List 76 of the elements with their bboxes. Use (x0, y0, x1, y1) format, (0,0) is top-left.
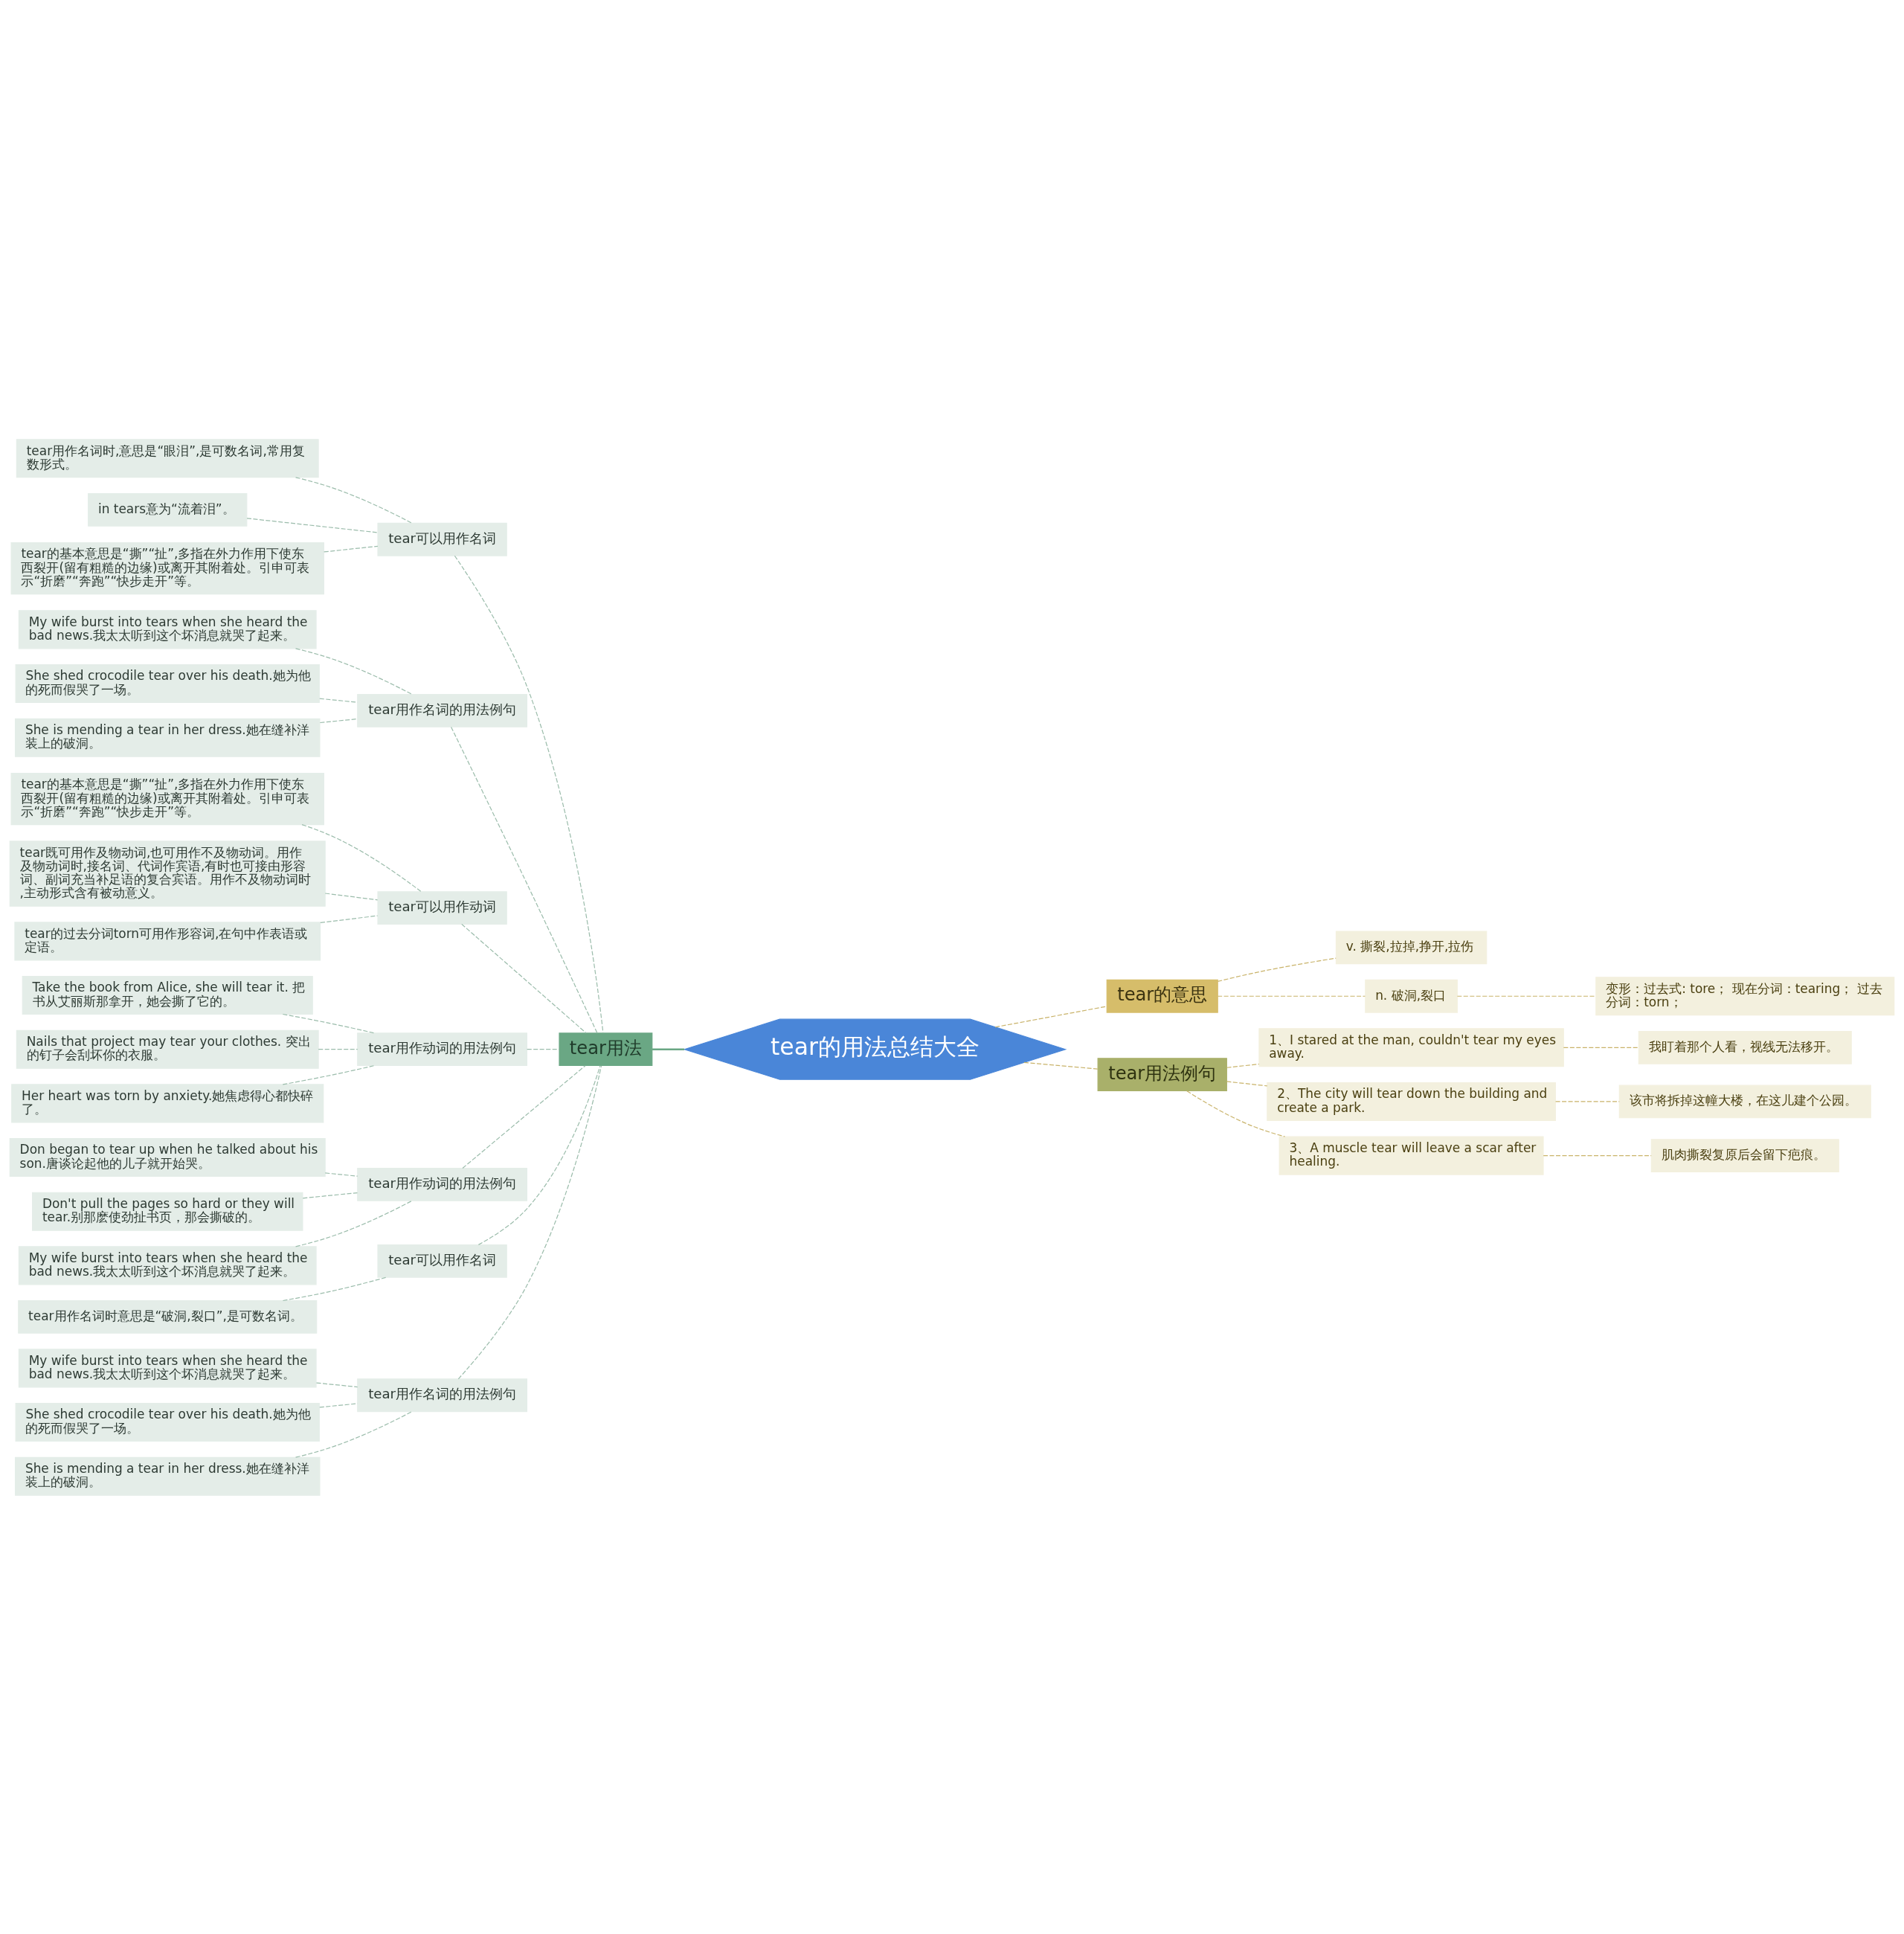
node-box: She shed crocodile tear over his death.她为他的死而假哭了一场。 (15, 1402, 320, 1442)
node-box: 3、A muscle tear will leave a scar after healing. (1279, 1136, 1544, 1175)
connector (1543, 1154, 1652, 1156)
node-box: in tears意为“流着泪”。 (88, 492, 248, 527)
node-box: tear用作动词的用法例句 (357, 1032, 528, 1066)
node-box: Nails that project may tear your clothes. 突出的钉子会刮坏你的衣服。 (16, 1029, 319, 1069)
connector (1226, 1063, 1260, 1068)
node-box: 2、The city will tear down the building and create a park. (1267, 1082, 1556, 1121)
connector (282, 1064, 376, 1085)
node-box: tear用作动词的用法例句 (357, 1167, 528, 1201)
connector (454, 555, 604, 1033)
node-box: 1、I stared at the man, couldn't tear my eyes away. (1258, 1027, 1564, 1067)
connector (652, 1048, 685, 1050)
connector (994, 1005, 1107, 1027)
connector (461, 923, 587, 1033)
connector (324, 545, 379, 553)
node-box: She shed crocodile tear over his death.她为他的死而假哭了一场。 (15, 664, 320, 703)
connector (1186, 1090, 1286, 1137)
node-box: Don began to tear up when he talked about his son.唐谈论起他的儿子就开始哭。 (9, 1137, 326, 1177)
node-box: My wife burst into tears when she heard the bad news.我太太听到这个坏消息就哭了起来。 (18, 1348, 317, 1387)
connector (324, 1172, 358, 1177)
node-box: 我盯着那个人看，视线无法移开。 (1638, 1030, 1852, 1064)
connector (457, 1064, 602, 1379)
connector (1217, 957, 1337, 982)
connector (1226, 1080, 1268, 1086)
node-box: tear用作名词的用法例句 (357, 1378, 528, 1412)
connector (295, 1200, 413, 1247)
node-box: tear可以用作名词 (377, 522, 507, 556)
node-box: 变形：过去式: tore； 现在分词：tearing； 过去分词：torn； (1595, 976, 1895, 1015)
connector (319, 718, 358, 723)
node-box: Don't pull the pages so hard or they will tear.别那麽使劲扯书页，那会撕破的。 (31, 1192, 303, 1231)
connector (318, 1048, 358, 1050)
connector (527, 1048, 560, 1050)
connector (1217, 995, 1366, 997)
connector (324, 892, 379, 900)
connector (477, 1064, 601, 1245)
node-box: She is mending a tear in her dress.她在缝补洋装上的破洞。 (14, 1456, 321, 1496)
connector (282, 1276, 387, 1301)
node-box: 该市将拆掉这幢大楼，在这儿建个公园。 (1618, 1085, 1871, 1118)
node-box: My wife burst into tears when she heard the bad news.我太太听到这个坏消息就哭了起来。 (18, 1245, 317, 1285)
node-box: She is mending a tear in her dress.她在缝补洋装上的破洞。 (14, 718, 321, 757)
node-box: tear的过去分词torn可用作形容词,在句中作表语或定语。 (14, 921, 321, 960)
node-box: tear既可用作及物动词,也可用作不及物动词。用作及物动词时,接名词、代词作宾语,有时也可接由形容词、副词充当补足语的复合宾语。用作不及物动词时,主动形式含有被动意义。 (9, 840, 326, 907)
connector (301, 823, 422, 892)
connector (295, 1410, 413, 1458)
node-box: tear可以用作动词 (377, 890, 507, 925)
node-box: 肌肉撕裂复原后会留下疤痕。 (1650, 1138, 1839, 1172)
connector (462, 1064, 586, 1169)
node-box: tear用作名词时意思是“破洞,裂口”,是可数名词。 (18, 1299, 318, 1334)
connector (320, 914, 379, 923)
node-box: tear的基本意思是“撕”“扯”,多指在外力作用下使东西裂开(留有粗糙的边缘)或离开其附着处。引申可表示“折磨”“奔跑”“快步走开”等。 (10, 772, 324, 825)
connector (319, 698, 358, 703)
connector (295, 476, 413, 524)
node-box: tear的基本意思是“撕”“扯”,多指在外力作用下使东西裂开(留有粗糙的边缘)或离开其附着处。引申可表示“折磨”“奔跑”“快步走开”等。 (10, 542, 324, 594)
node-box: tear用法例句 (1097, 1057, 1227, 1091)
connector (1555, 1100, 1620, 1102)
node-box: Take the book from Alice, she will tear it. 把书从艾丽斯那拿开，她会撕了它的。 (22, 975, 313, 1015)
connector (319, 1402, 358, 1408)
connector (1563, 1047, 1639, 1048)
node-box: tear用作名词的用法例句 (357, 693, 528, 727)
connector (1456, 995, 1597, 997)
connector (1023, 1061, 1099, 1070)
node-box: n. 破洞,裂口 (1365, 979, 1458, 1013)
node-box: tear用作名词时,意思是“眼泪”,是可数名词,常用复数形式。 (16, 438, 319, 478)
node-box: tear的意思 (1106, 979, 1218, 1013)
node-box: My wife burst into tears when she heard the bad news.我太太听到这个坏消息就哭了起来。 (18, 609, 317, 649)
node-box: tear用法 (559, 1032, 653, 1066)
connector (295, 647, 413, 695)
connector (282, 1013, 376, 1033)
node-box: Her heart was torn by anxiety.她焦虑得心都快碎了。 (11, 1083, 324, 1122)
connector (451, 726, 598, 1033)
connector (246, 517, 379, 533)
node-box: tear可以用作名词 (377, 1244, 507, 1278)
connector (302, 1192, 358, 1198)
connector (315, 1382, 358, 1387)
node-box: v. 撕裂,拉掉,挣开,拉伤 (1335, 930, 1488, 964)
